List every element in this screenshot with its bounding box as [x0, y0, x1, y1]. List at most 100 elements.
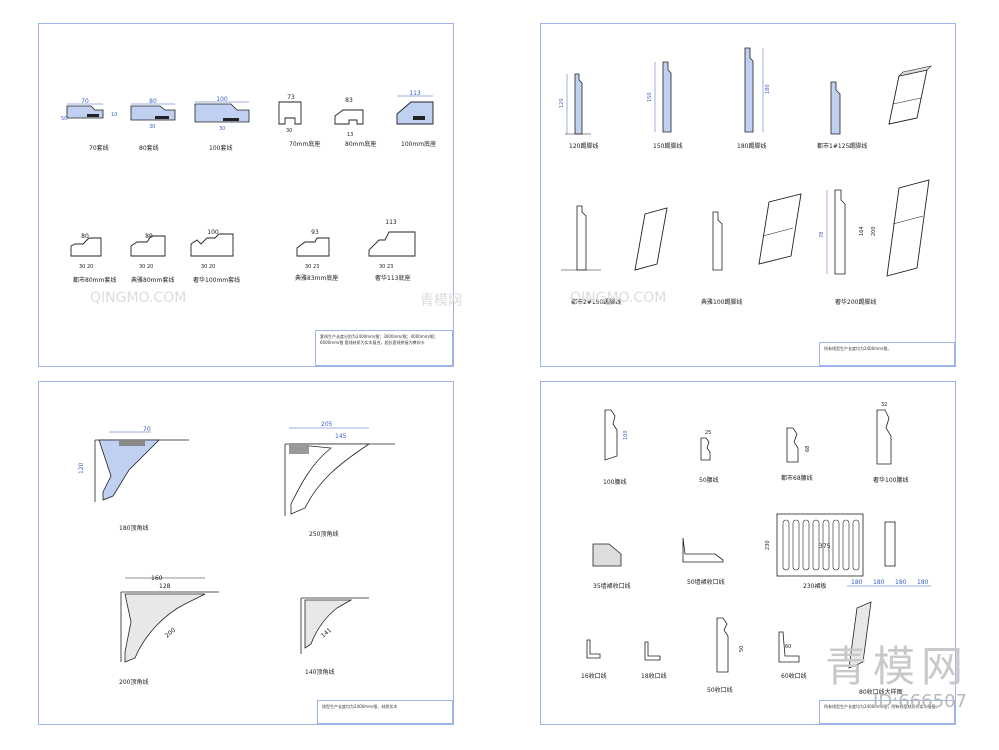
note-crown-text: 线型生产长度均为2400mm/根，材质实木 [322, 704, 398, 709]
dim-78: 78 [819, 232, 825, 238]
profile-classic-80: 80 30 20 典雅80mm套线 [130, 233, 174, 284]
wainscot-trim-35: 35墙裙收口线 [592, 543, 631, 590]
label-trim-50: 50收口线 [707, 686, 733, 694]
label-trim-60: 60收口线 [781, 672, 807, 680]
dim-83: 83 [345, 97, 353, 104]
svg-text:80: 80 [145, 233, 153, 240]
dim-crown-128: 128 [159, 583, 171, 590]
profile-luxury-100: 100 30 20 奢华100mm套线 [190, 229, 240, 284]
dim-waist-32: 32 [881, 402, 887, 408]
profile-80: 80 30 80套线 [130, 98, 176, 152]
dim-164: 164 [859, 226, 865, 236]
svg-text:30: 30 [149, 124, 155, 130]
dim-waist-68: 68 [805, 446, 811, 452]
dim-crown-70: 70 [143, 426, 151, 433]
drawing-sheet-casings: 70 50 10 70套线 80 30 80套线 100 30 100套线 73 [38, 23, 454, 367]
watermark-id: ID:666507 [873, 691, 967, 712]
label-base-100: 100mm底座 [401, 140, 436, 148]
label-crown-250: 250顶角线 [309, 530, 338, 538]
watermark-brand-cn: 青模网 [824, 642, 969, 691]
note-trims-text: 所有线型生产长度均为2400mm/根，所有线型材质为实木指接。 [824, 704, 940, 709]
svg-text:180: 180 [917, 579, 929, 586]
skirting-luxury-200: 78 164 200 奢华200踢脚线 [819, 179, 930, 306]
label-crown-140: 140顶角线 [305, 668, 334, 676]
svg-text:120: 120 [78, 462, 85, 474]
label-waist-urban-68: 都市68腰线 [781, 474, 813, 482]
skirting-120: 120 120踢脚线 [559, 73, 598, 150]
dim-93: 93 [311, 229, 319, 236]
dim-73: 73 [287, 94, 295, 101]
label-70-casing: 70套线 [89, 144, 109, 152]
label-80-casing: 80套线 [139, 144, 159, 152]
dim-crown-200: 200 [164, 627, 177, 640]
note-casings: 套线生产长度分别为2400mm/根；3000mm/根；4000mm/根；6000… [315, 330, 453, 366]
casings-drawing: 70 50 10 70套线 80 30 80套线 100 30 100套线 73 [61, 90, 436, 284]
dim-trim-60: 60 [785, 644, 791, 650]
label-classic-80: 典雅80mm套线 [131, 276, 174, 284]
svg-text:100: 100 [207, 229, 219, 236]
svg-text:10: 10 [111, 112, 117, 118]
svg-text:50: 50 [61, 116, 67, 122]
label-waist-50: 50腰线 [699, 476, 719, 484]
skirting-150: 150 150踢脚线 [647, 61, 682, 150]
dim-120: 120 [559, 98, 565, 108]
crown-250: 205 145 250顶角线 [284, 421, 395, 538]
label-skirting-120: 120踢脚线 [569, 142, 598, 150]
trim-80-detail: 80收口线大样图 [848, 601, 903, 696]
profile-100: 100 30 100套线 [194, 96, 250, 152]
skirting-classic-100: 典雅100踢脚线 [701, 193, 802, 306]
wainscot-panel-230: 230 375 230裙板 180 180 180 180 [765, 513, 931, 590]
label-skirting-180: 180踢脚线 [737, 142, 766, 150]
watermark-brand: 青模网 [825, 633, 969, 694]
label-trim-18: 18收口线 [641, 672, 667, 680]
dim-waist-25: 25 [705, 430, 711, 436]
trims-drawing: 100 100腰线 25 50腰线 68 都市68腰线 32 奢华100腰线 3… [581, 402, 931, 696]
dim-waist-100: 100 [623, 430, 629, 440]
svg-text:30 23: 30 23 [379, 264, 393, 270]
note-trims: 所有线型生产长度均为2400mm/根，所有线型材质为实木指接。 [819, 700, 955, 724]
label-trim-80: 80收口线大样图 [859, 688, 903, 696]
svg-text:30 20: 30 20 [201, 264, 215, 270]
label-crown-180: 180顶角线 [119, 524, 148, 532]
waist-50: 25 50腰线 [699, 430, 719, 484]
dim-200: 200 [871, 226, 877, 236]
label-waist-100: 100腰线 [603, 478, 626, 486]
drawing-sheet-crown: 70 120 180顶角线 205 145 250顶角线 160 128 200… [38, 381, 454, 725]
skirting-drawing: 120 120踢脚线 150 150踢脚线 180 180踢脚线 都市1#125… [559, 47, 932, 306]
crown-drawing: 70 120 180顶角线 205 145 250顶角线 160 128 200… [78, 421, 395, 686]
svg-text:30: 30 [219, 126, 225, 132]
trim-60: 60 60收口线 [778, 631, 807, 680]
dim-panel-230: 230 [765, 540, 771, 550]
waist-urban-68: 68 都市68腰线 [781, 427, 813, 482]
dim-crown-145: 145 [335, 433, 347, 440]
svg-text:180: 180 [895, 579, 907, 586]
note-crown: 线型生产长度均为2400mm/根，材质实木 [317, 700, 453, 724]
waist-100: 100 100腰线 [603, 409, 629, 486]
label-base-70: 70mm底座 [289, 140, 320, 148]
trim-16: 16收口线 [581, 639, 607, 680]
crown-180: 70 120 180顶角线 [78, 426, 189, 532]
label-luxury-100: 奢华100mm套线 [193, 276, 240, 284]
dim-trim-50: 50 [739, 646, 745, 652]
label-wainscot-35: 35墙裙收口线 [593, 582, 631, 590]
label-classic-base-83: 典雅83mm底座 [295, 274, 338, 282]
dim-panel-375: 375 [819, 543, 831, 550]
profile-luxury-base-113: 113 30 23 奢华113底座 [368, 219, 416, 282]
label-crown-200: 200顶角线 [119, 678, 148, 686]
dim-180: 180 [765, 84, 771, 94]
label-skirting-urban-125: 都市1#125踢脚线 [817, 142, 867, 150]
dim-150: 150 [647, 92, 653, 102]
label-100-casing: 100套线 [209, 144, 232, 152]
svg-text:30 20: 30 20 [139, 264, 153, 270]
trim-18: 18收口线 [641, 641, 667, 680]
label-skirting-luxury-200: 奢华200踢脚线 [835, 298, 876, 306]
label-skirting-150: 150踢脚线 [653, 142, 682, 150]
drawing-sheet-skirting: 120 120踢脚线 150 150踢脚线 180 180踢脚线 都市1#125… [540, 23, 956, 367]
dim-80: 80 [149, 98, 157, 105]
profile-classic-base-83: 93 30 23 典雅83mm底座 [295, 229, 338, 282]
skirting-180: 180 180踢脚线 [737, 47, 771, 150]
profile-base-70: 73 30 70mm底座 [278, 94, 320, 148]
crown-140: 141 140顶角线 [300, 597, 369, 676]
trim-50: 50 50收口线 [707, 617, 745, 694]
wainscot-trim-50: 50墙裙收口线 [682, 537, 725, 586]
